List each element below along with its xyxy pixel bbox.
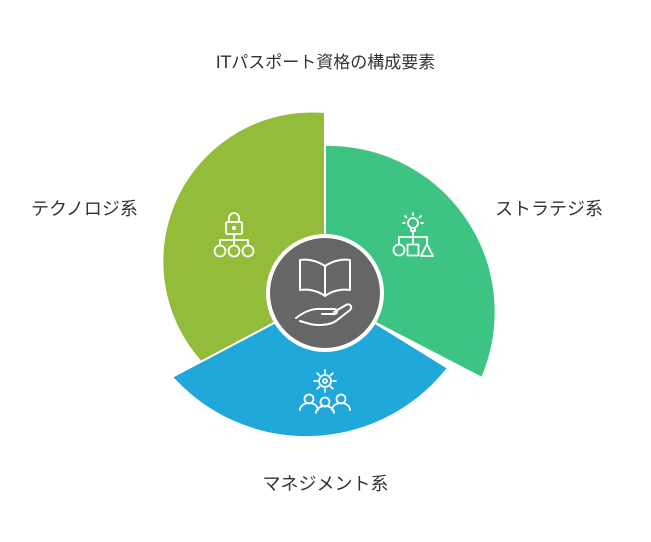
segment-label-management: マネジメント系 bbox=[262, 474, 389, 495]
gear-team-icon bbox=[299, 369, 351, 414]
idea-shapes-icon bbox=[392, 212, 434, 257]
book-hand-icon bbox=[295, 258, 353, 326]
diagram-title: ITパスポート資格の構成要素 bbox=[215, 53, 436, 73]
segment-label-technology: テクノロジ系 bbox=[31, 199, 138, 220]
lock-hierarchy-icon bbox=[213, 212, 255, 258]
segment-label-strategy: ストラテジ系 bbox=[495, 199, 603, 220]
